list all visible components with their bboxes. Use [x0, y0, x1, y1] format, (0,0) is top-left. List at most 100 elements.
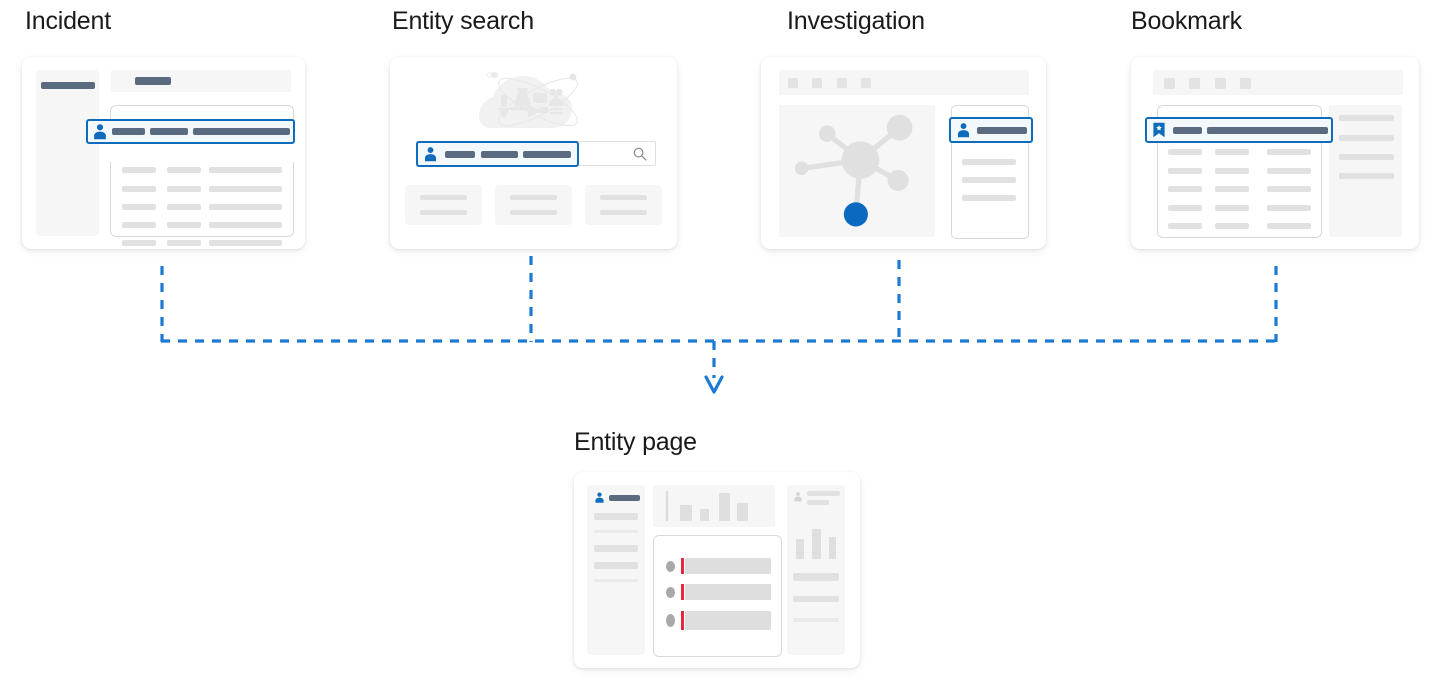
card-entity-page[interactable]	[574, 472, 860, 668]
timeline-item	[685, 558, 771, 574]
table-cell	[122, 240, 156, 246]
graph-node	[818, 125, 836, 142]
table-cell	[167, 222, 201, 228]
table-cell	[122, 167, 156, 173]
graph-node	[794, 161, 809, 176]
table-cell	[122, 222, 156, 228]
incident-nav-title	[41, 82, 95, 89]
result-card-line	[600, 210, 647, 215]
entity-name	[609, 495, 640, 501]
title-incident: Incident	[25, 7, 111, 35]
right-rail-title	[807, 491, 840, 496]
table-cell	[209, 204, 282, 210]
timeline-item	[685, 584, 771, 600]
severity-marker	[681, 611, 684, 630]
table-cell	[1215, 168, 1249, 174]
activity-bar-chart	[665, 491, 748, 521]
card-investigation[interactable]	[761, 57, 1046, 249]
table-cell	[167, 167, 201, 173]
graph-node-selected	[843, 202, 868, 227]
table-cell	[1267, 223, 1311, 229]
user-icon	[424, 147, 437, 162]
table-cell	[1267, 186, 1311, 192]
incident-header-title	[135, 77, 171, 85]
table-cell	[1267, 149, 1311, 155]
toolbar-item[interactable]	[788, 78, 798, 88]
graph-node	[887, 169, 909, 191]
suggestion-field	[445, 151, 475, 158]
table-cell	[167, 240, 201, 246]
graph-node-center	[841, 141, 880, 179]
table-cell	[167, 204, 201, 210]
right-rail-subtitle	[807, 500, 829, 505]
search-illustration	[479, 72, 578, 128]
table-cell	[209, 222, 282, 228]
toolbar-item[interactable]	[1189, 78, 1200, 89]
dot-icon	[666, 614, 675, 627]
entity-row-field	[112, 128, 145, 135]
toolbar-item[interactable]	[837, 78, 847, 88]
table-cell	[209, 167, 282, 173]
table-cell	[1215, 186, 1249, 192]
card-incident[interactable]	[22, 57, 305, 249]
graph-node	[886, 114, 913, 141]
left-rail-row	[594, 562, 638, 569]
left-rail-row	[594, 513, 638, 520]
table-cell	[122, 186, 156, 192]
entity-page-chart-panel	[653, 485, 775, 527]
result-card[interactable]	[405, 185, 482, 225]
title-entity-search: Entity search	[392, 7, 534, 35]
title-investigation: Investigation	[787, 7, 925, 35]
right-rail-divider	[793, 618, 839, 622]
result-card[interactable]	[585, 185, 662, 225]
table-cell	[1267, 205, 1311, 211]
toolbar-item[interactable]	[861, 78, 871, 88]
bookmark-row-field	[1173, 127, 1202, 134]
bookmark-icon	[1153, 122, 1165, 138]
suggestion-field	[523, 151, 571, 158]
table-cell	[1168, 205, 1202, 211]
toolbar-item[interactable]	[1215, 78, 1226, 89]
search-icon[interactable]	[633, 147, 647, 161]
table-cell	[1267, 168, 1311, 174]
selected-entity-name	[977, 127, 1027, 134]
result-card-line	[510, 195, 557, 200]
card-entity-search[interactable]	[390, 57, 677, 249]
table-cell	[167, 186, 201, 192]
table-cell	[1215, 149, 1249, 155]
table-cell	[122, 204, 156, 210]
severity-marker	[681, 584, 684, 600]
left-rail-row	[594, 545, 638, 552]
table-cell	[1215, 223, 1249, 229]
user-small-icon	[794, 491, 802, 502]
side-panel-row	[962, 195, 1016, 201]
table-cell	[1215, 205, 1249, 211]
entity-page-right-rail	[787, 485, 845, 655]
left-rail-divider	[594, 579, 638, 582]
table-cell	[209, 240, 282, 246]
user-icon	[595, 492, 604, 503]
bookmark-row-field	[1207, 127, 1328, 134]
toolbar-item[interactable]	[812, 78, 822, 88]
table-cell	[209, 186, 282, 192]
side-panel-row	[1339, 115, 1394, 121]
card-bookmark[interactable]	[1131, 57, 1419, 249]
result-card-line	[510, 210, 557, 215]
result-card-line	[420, 195, 467, 200]
table-cell	[1168, 186, 1202, 192]
toolbar-item[interactable]	[1164, 78, 1175, 89]
dot-icon	[666, 587, 675, 598]
incident-left-nav	[36, 70, 99, 236]
result-card[interactable]	[495, 185, 572, 225]
table-cell	[1168, 149, 1202, 155]
left-rail-divider	[594, 530, 638, 533]
suggestion-field	[481, 151, 518, 158]
severity-marker	[681, 558, 684, 574]
result-card-line	[420, 210, 467, 215]
entity-graph	[794, 114, 913, 227]
toolbar-item[interactable]	[1240, 78, 1251, 89]
bookmark-side-panel	[1329, 105, 1402, 237]
right-rail-row	[793, 573, 839, 581]
incident-header-strip	[111, 70, 291, 92]
